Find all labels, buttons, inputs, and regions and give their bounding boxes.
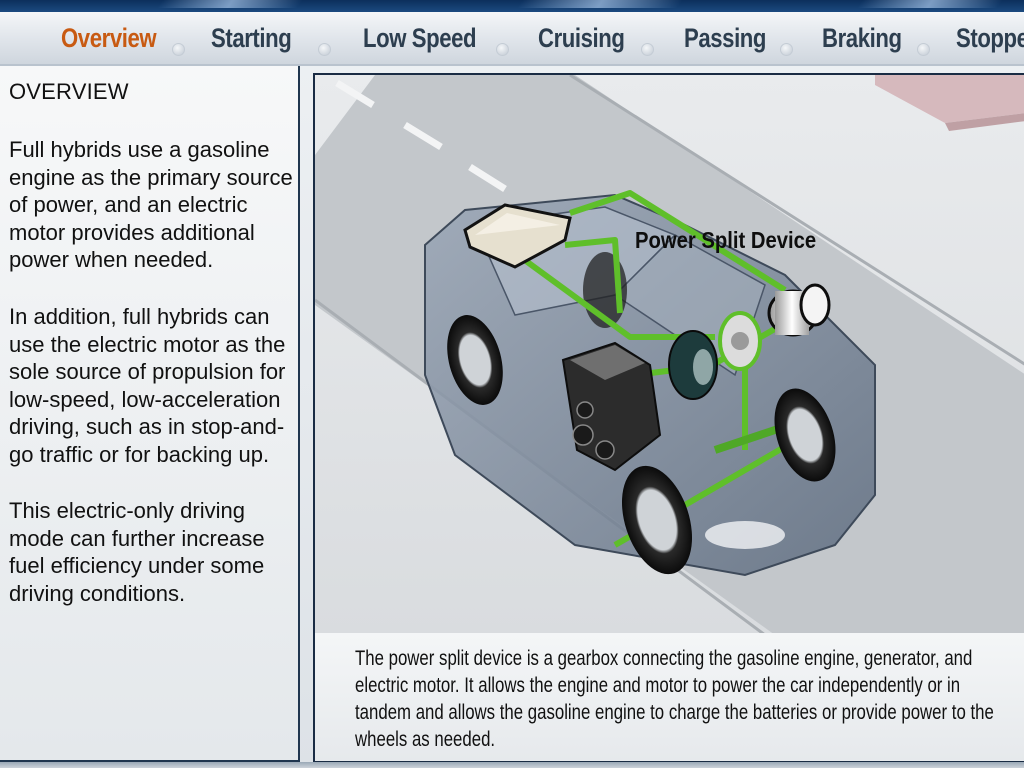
drivetrain-illustration-frame: Power Split Device [313,73,1024,633]
bottom-border [0,762,1024,768]
tab-overview[interactable]: Overview [61,23,157,53]
tab-starting[interactable]: Starting [211,23,292,53]
tab-separator-dot [318,43,331,56]
section-heading: OVERVIEW [9,79,129,104]
tab-stopped[interactable]: Stopped [956,23,1024,53]
caption-panel: The power split device is a gearbox conn… [313,633,1024,763]
power-split-device-label: Power Split Device [635,227,817,253]
tab-separator-dot [780,43,793,56]
tab-passing[interactable]: Passing [684,23,767,53]
engine-icon [561,341,662,472]
tab-separator-dot [172,43,185,56]
tab-braking[interactable]: Braking [822,23,902,53]
overview-paragraph-2: In addition, full hybrids can use the el… [9,304,286,467]
tab-separator-dot [496,43,509,56]
tab-separator-dot [917,43,930,56]
overview-paragraph-1: Full hybrids use a gasoline engine as th… [9,137,293,272]
overview-text-panel: OVERVIEW Full hybrids use a gasoline eng… [0,66,300,762]
tab-low-speed[interactable]: Low Speed [363,23,477,53]
section-tab-bar: Overview Starting Low Speed Cruising Pas… [0,12,1024,66]
top-title-strip [0,0,1024,12]
caption-text: The power split device is a gearbox conn… [355,647,994,751]
overview-paragraph-3: This electric-only driving mode can furt… [9,498,265,606]
hybrid-car-drivetrain-illustration [315,75,1024,633]
tab-separator-dot [641,43,654,56]
tab-cruising[interactable]: Cruising [538,23,625,53]
